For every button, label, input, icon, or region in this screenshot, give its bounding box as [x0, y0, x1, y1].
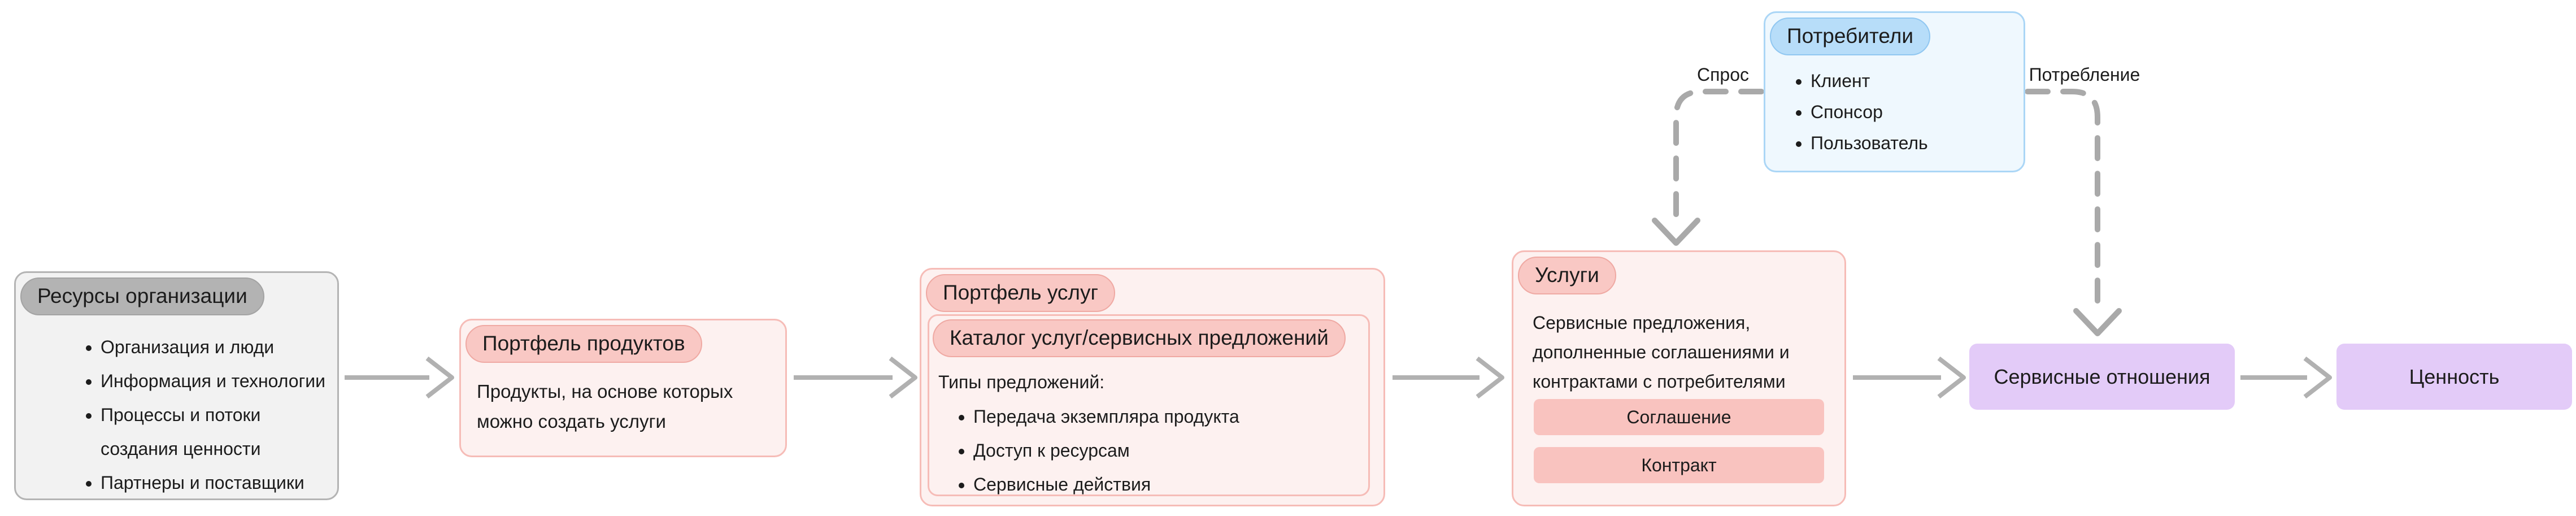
demand-label: Спрос [1696, 64, 1750, 85]
node-service-catalog: Каталог услуг/сервисных предложений Типы… [928, 314, 1370, 496]
list-item: Спонсор [1811, 97, 2024, 128]
contract-tag: Контракт [1534, 447, 1824, 483]
value-label: Ценность [2409, 365, 2500, 388]
list-item: Партнеры и поставщики [101, 466, 337, 500]
node-services-header: Услуги [1518, 257, 1616, 294]
arrow-services-to-relationships-head [1937, 356, 1966, 399]
list-item: Информация и технологии [101, 364, 337, 398]
catalog-intro: Типы предложений: [938, 371, 1105, 392]
resources-list: Организация и люди Информация и технолог… [16, 330, 337, 500]
services-description: Сервисные предложения, дополненные согла… [1533, 312, 1790, 392]
node-resources: Ресурсы организации Организация и люди И… [14, 271, 339, 500]
consumption-label: Потребление [2029, 64, 2140, 85]
node-service-relationships: Сервисные отношения [1969, 344, 2235, 410]
node-product-portfolio-header: Портфель продуктов [465, 325, 702, 363]
list-item: Клиент [1811, 66, 2024, 97]
node-service-portfolio: Портфель услуг Каталог услуг/сервисных п… [920, 268, 1385, 506]
node-resources-header: Ресурсы организации [20, 277, 264, 315]
service-relationships-label: Сервисные отношения [1994, 365, 2211, 388]
catalog-list: Передача экземпляра продукта Доступ к ре… [929, 400, 1368, 501]
arrow-portfolio-to-services-head [1476, 356, 1504, 399]
consumers-list: Клиент Спонсор Пользователь [1765, 66, 2024, 159]
arrow-products-to-portfolio-head [889, 356, 917, 399]
list-item: Процессы и потоки создания ценности [101, 398, 337, 466]
list-item: Организация и люди [101, 330, 337, 364]
node-product-portfolio: Портфель продуктов Продукты, на основе к… [459, 319, 787, 457]
agreement-tag: Соглашение [1534, 399, 1824, 435]
node-services: Услуги Сервисные предложения, дополненны… [1512, 250, 1846, 506]
list-item: Пользователь [1811, 128, 2024, 159]
arrow-relationships-to-value-head [2303, 356, 2332, 399]
node-service-catalog-header: Каталог услуг/сервисных предложений [933, 319, 1346, 357]
list-item: Доступ к ресурсам [973, 433, 1368, 467]
product-portfolio-description: Продукты, на основе которых можно создат… [477, 380, 733, 432]
node-consumers-header: Потребители [1770, 18, 1931, 55]
arrow-resources-to-products-head [425, 356, 454, 399]
node-value: Ценность [2336, 344, 2572, 410]
demand-arrow-head [1652, 218, 1700, 246]
demand-arrow-line [1673, 89, 1764, 219]
consumption-arrow-head [2073, 308, 2122, 336]
node-consumers: Потребители Клиент Спонсор Пользователь [1764, 11, 2025, 172]
node-service-portfolio-header: Портфель услуг [926, 274, 1115, 312]
list-item: Сервисные действия [973, 467, 1368, 501]
list-item: Передача экземпляра продукта [973, 400, 1368, 433]
consumption-arrow-line [2025, 89, 2100, 309]
